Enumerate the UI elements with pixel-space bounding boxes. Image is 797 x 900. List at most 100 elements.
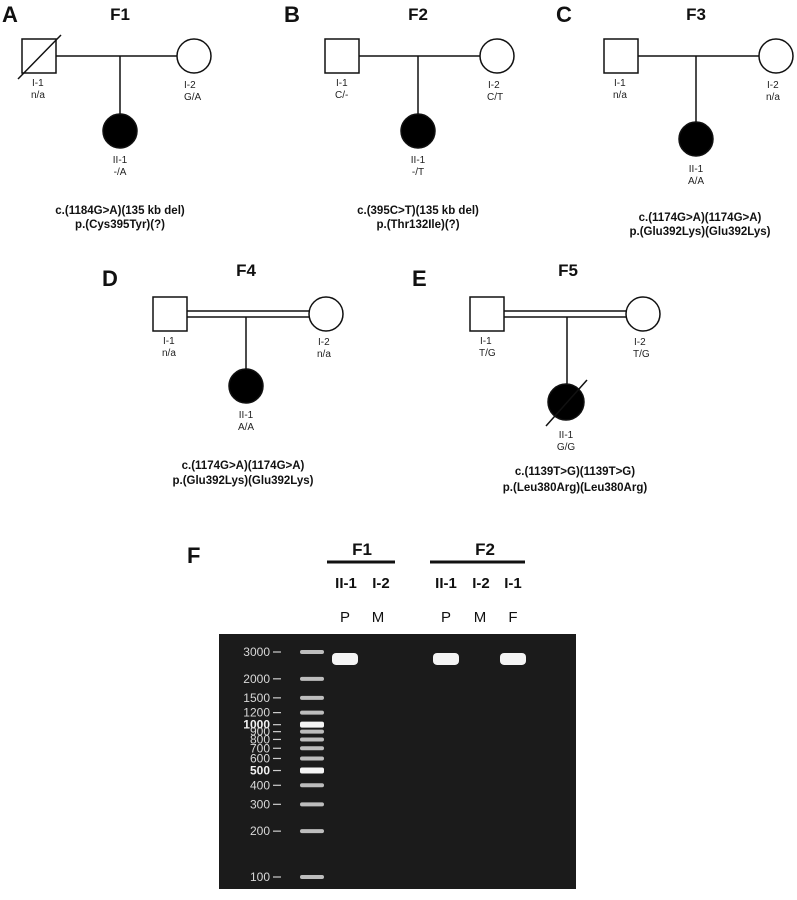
father-genotype: n/a: [613, 90, 627, 101]
variant-cdna: c.(1174G>A)(1174G>A): [182, 460, 305, 472]
gel-lane-label: M: [474, 609, 487, 626]
gel-sample-id: II-1: [435, 575, 457, 592]
male-symbol: [152, 296, 188, 332]
pedigree-panel-e: E F5 I-1 T/G I-2 T/G II-1 G/G c.(1139T>G…: [412, 261, 661, 494]
child-id: II-1: [559, 430, 574, 441]
ladder-band: [300, 650, 324, 654]
child-genotype: A/A: [688, 176, 704, 187]
ladder-size-label: 1000: [243, 718, 270, 732]
ladder-band: [300, 746, 324, 751]
mother-id: I-2: [634, 337, 646, 348]
affected-female-symbol: [228, 368, 264, 404]
variant-cdna: c.(1184G>A)(135 kb del): [55, 205, 185, 217]
gel-lane-label: F: [508, 609, 517, 626]
variant-protein: p.(Glu392Lys)(Glu392Lys): [629, 226, 770, 238]
ladder-size-label: 400: [250, 778, 270, 792]
female-symbol: [625, 296, 661, 332]
variant-protein: p.(Thr132Ile)(?): [376, 219, 459, 231]
ladder-band: [300, 783, 324, 788]
gel-marks: 3000200015001200100090080070060050040030…: [243, 645, 526, 884]
ladder-band: [300, 695, 324, 700]
ladder-band: [300, 710, 324, 715]
family-title-f1: F1: [110, 5, 130, 24]
father-genotype: n/a: [31, 90, 45, 101]
ladder-size-label: 2000: [243, 672, 270, 686]
ladder-band: [300, 676, 324, 681]
mother-genotype: n/a: [317, 349, 331, 360]
panel-letter-c: C: [556, 2, 572, 27]
father-id: I-1: [336, 78, 348, 89]
variant-cdna: c.(1139T>G)(1139T>G): [515, 466, 635, 478]
pedigree-panel-a: A F1 I-1 n/a I-2 G/A II-1 -/A c.(1184G>A…: [2, 2, 212, 231]
father-genotype: n/a: [162, 348, 176, 359]
child-id: II-1: [411, 155, 426, 166]
child-id: II-1: [113, 155, 128, 166]
affected-female-symbol: [678, 121, 714, 157]
variant-cdna: c.(1174G>A)(1174G>A): [639, 212, 762, 224]
father-genotype: T/G: [479, 348, 496, 359]
child-id: II-1: [689, 164, 704, 175]
mother-genotype: n/a: [766, 92, 780, 103]
deceased-slash: [17, 34, 62, 80]
child-genotype: G/G: [557, 442, 576, 453]
gel-panel-f: F F1 F2 II-1 I-2 II-1 I-2 I-1 P M P M F …: [187, 540, 576, 889]
father-id: I-1: [32, 78, 44, 89]
family-title-f2: F2: [408, 5, 428, 24]
panel-letter-b: B: [284, 2, 300, 27]
mother-genotype: G/A: [184, 92, 202, 103]
deceased-slash: [545, 379, 588, 427]
ladder-size-label: 900: [250, 725, 270, 739]
male-symbol: [324, 38, 360, 74]
child-genotype: -/A: [114, 167, 127, 178]
variant-cdna: c.(395C>T)(135 kb del): [357, 205, 479, 217]
ladder-band: [300, 737, 324, 742]
gel-image: [219, 634, 576, 889]
sample-band: [433, 652, 459, 665]
gel-group-title-f1: F1: [352, 540, 372, 559]
ladder-size-label: 300: [250, 797, 270, 811]
child-genotype: -/T: [412, 167, 424, 178]
variant-protein: p.(Cys395Tyr)(?): [75, 219, 165, 231]
affected-female-symbol: [102, 113, 138, 149]
male-symbol: [21, 38, 57, 74]
panel-letter-d: D: [102, 266, 118, 291]
ladder-size-label: 500: [250, 764, 270, 778]
female-symbol: [176, 38, 212, 74]
ladder-size-label: 3000: [243, 645, 270, 659]
affected-female-symbol: [400, 113, 436, 149]
male-symbol: [603, 38, 639, 74]
ladder-size-label: 200: [250, 824, 270, 838]
pedigree-panel-d: D F4 I-1 n/a I-2 n/a II-1 A/A c.(1174G>A…: [102, 261, 344, 487]
mother-genotype: C/T: [487, 92, 503, 103]
gel-sample-id: I-2: [472, 575, 490, 592]
family-title-f4: F4: [236, 261, 256, 280]
gel-sample-id: I-1: [504, 575, 522, 592]
female-symbol: [758, 38, 794, 74]
ladder-band: [300, 802, 324, 807]
mother-id: I-2: [488, 80, 500, 91]
mother-id: I-2: [318, 337, 330, 348]
gel-sample-id: II-1: [335, 575, 357, 592]
gel-group-title-f2: F2: [475, 540, 495, 559]
gel-lane-label: M: [372, 609, 385, 626]
pedigree-panel-b: B F2 I-1 C/- I-2 C/T II-1 -/T c.(395C>T)…: [284, 2, 515, 231]
mother-genotype: T/G: [633, 349, 650, 360]
gel-lane-label: P: [441, 609, 451, 626]
child-id: II-1: [239, 410, 254, 421]
ladder-band: [300, 829, 324, 834]
pedigree-panel-c: C F3 I-1 n/a I-2 n/a II-1 A/A c.(1174G>A…: [556, 2, 794, 238]
gel-sample-id: I-2: [372, 575, 390, 592]
male-symbol: [469, 296, 505, 332]
ladder-size-label: 700: [250, 741, 270, 755]
father-id: I-1: [480, 336, 492, 347]
mother-id: I-2: [767, 80, 779, 91]
variant-protein: p.(Glu392Lys)(Glu392Lys): [172, 475, 313, 487]
ladder-size-label: 1200: [243, 706, 270, 720]
sample-band: [500, 652, 526, 665]
ladder-band: [300, 729, 324, 734]
ladder-size-label: 800: [250, 732, 270, 746]
ladder-band: [300, 767, 324, 774]
family-title-f5: F5: [558, 261, 578, 280]
variant-protein: p.(Leu380Arg)(Leu380Arg): [503, 482, 648, 494]
